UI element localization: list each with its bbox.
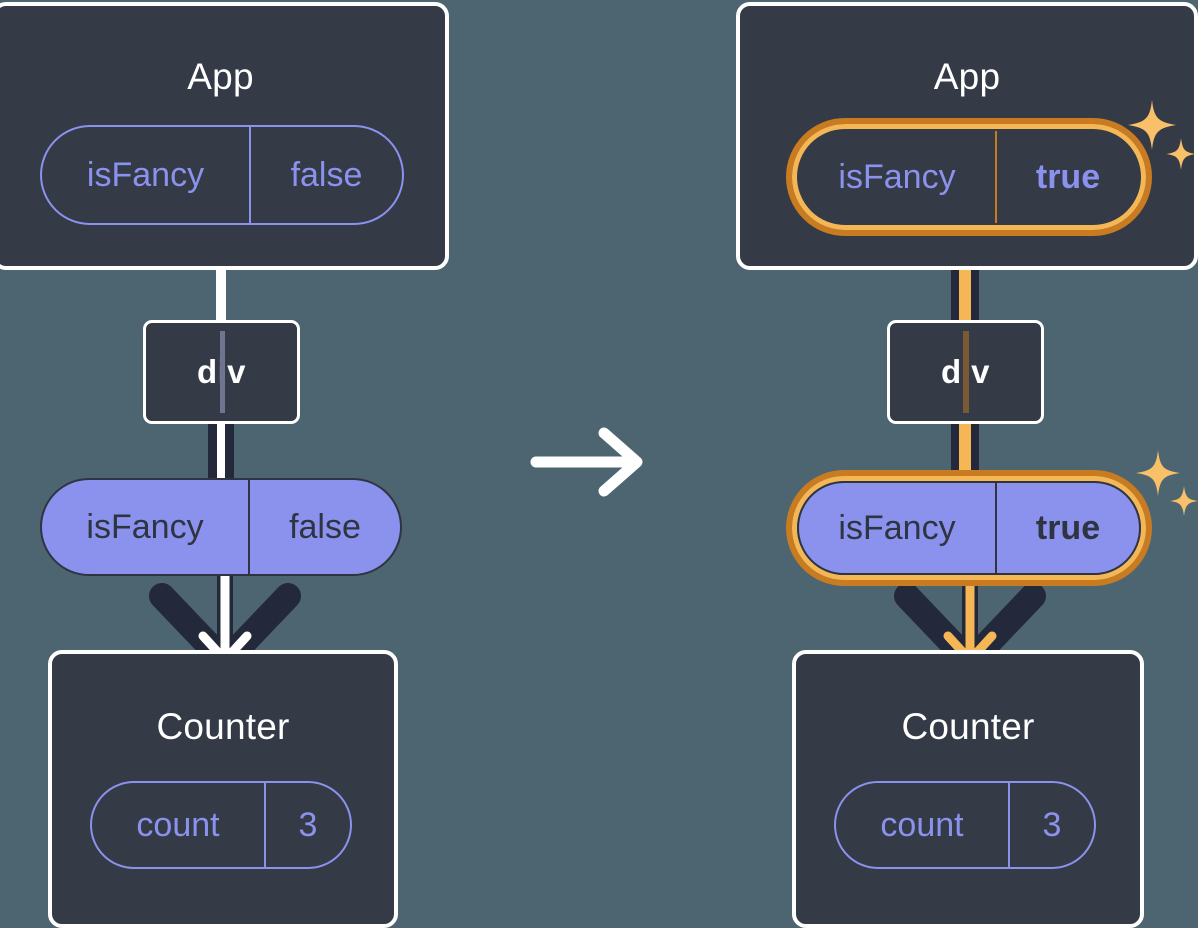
app-state-pill-right: isFancy true: [797, 129, 1141, 225]
props-pill-highlight-right: [786, 470, 1152, 586]
props-pill-right: isFancy true: [797, 481, 1141, 575]
counter-state-pill-left: count 3: [90, 781, 352, 869]
app-state-pill-value-right: true: [995, 131, 1139, 223]
div-box-left: div: [143, 320, 300, 424]
counter-state-pill-value-left: 3: [264, 783, 350, 867]
props-pill-value-left: false: [248, 480, 400, 574]
connector-app-to-div-left: [216, 266, 226, 324]
app-state-pill-name-left: isFancy: [86, 155, 205, 194]
app-title-left: App: [187, 56, 254, 97]
props-pill-name-left: isFancy: [86, 507, 204, 546]
app-state-pill-left: isFancy false: [40, 125, 404, 225]
connector-through-div-left: [219, 331, 225, 413]
counter-state-pill-name-right: count: [880, 805, 964, 844]
connector-div-to-props-left-gap: [217, 420, 225, 486]
connector-through-div-right: [962, 331, 969, 413]
div-box-right: div: [887, 320, 1044, 424]
app-state-pill-highlight-right: [786, 118, 1152, 236]
counter-state-pill-right: count 3: [834, 781, 1096, 869]
connector-div-to-props-left-b: [225, 420, 234, 486]
counter-state-pill-value-right: 3: [1008, 783, 1094, 867]
app-state-pill-value-left: false: [249, 127, 402, 223]
props-pill-name-right: isFancy: [838, 508, 956, 547]
counter-title-right: Counter: [901, 706, 1035, 747]
app-title-right: App: [933, 56, 1001, 97]
sparkle-group-app-right: [1124, 96, 1198, 200]
counter-state-pill-name-left: count: [136, 805, 220, 844]
transition-arrow-icon: [530, 425, 650, 499]
app-state-pill-name-right: isFancy: [838, 157, 956, 196]
counter-title-left: Counter: [156, 706, 290, 747]
props-pill-value-right: true: [995, 483, 1139, 573]
props-pill-left: isFancy false: [40, 478, 402, 576]
connector-div-to-props-left-a: [208, 420, 217, 486]
sparkle-group-props-right: [1132, 446, 1198, 544]
